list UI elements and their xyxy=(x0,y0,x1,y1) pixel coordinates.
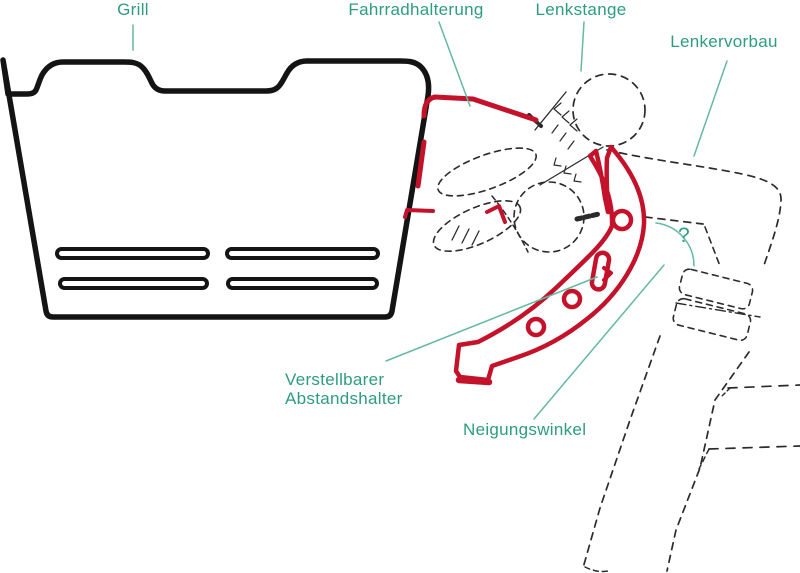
handlebar-end-circle xyxy=(572,73,646,147)
vent-slot xyxy=(55,247,210,260)
grip-hatch-marks xyxy=(451,225,480,246)
bracket-foot-flange xyxy=(455,376,493,386)
leader-spacer xyxy=(385,276,598,362)
grill-body xyxy=(0,57,432,320)
leader-stem xyxy=(693,60,728,157)
bracket-hole xyxy=(525,316,547,338)
mount-edge-strip xyxy=(415,139,427,189)
leader-lines xyxy=(132,21,728,420)
stem-frame-sketch xyxy=(582,149,800,573)
down-tube-junction xyxy=(698,448,710,470)
label-spacer-line2: Abstandshalter xyxy=(285,389,403,408)
bracket-hole xyxy=(561,288,583,310)
vent-slot xyxy=(58,277,209,290)
clamp-centerline xyxy=(675,302,761,318)
bar-clamp-sketch xyxy=(513,181,585,253)
label-tilt-angle: Neigungswinkel xyxy=(463,420,587,439)
mount-clamp-piece-right xyxy=(485,204,507,224)
vent-slot xyxy=(225,247,380,260)
grill-outline xyxy=(0,57,432,320)
mount-clamp-piece-left xyxy=(403,208,435,219)
angle-symbol: ? xyxy=(678,224,690,247)
label-handlebar: Lenkstange xyxy=(535,0,627,19)
head-tube-right xyxy=(666,351,750,572)
stem-under-edge xyxy=(644,216,704,225)
label-grill: Grill xyxy=(117,0,149,19)
bracket-hole xyxy=(610,208,634,232)
grip-sketch xyxy=(432,199,522,253)
tilt-angle-arc xyxy=(655,222,695,267)
label-mount: Fahrradhalterung xyxy=(348,0,484,19)
grill-vents xyxy=(55,247,380,290)
label-spacer-line1: Verstellbarer xyxy=(285,370,385,389)
mount-highlight xyxy=(403,94,647,386)
top-tube-junction xyxy=(721,387,731,397)
leader-tilt-angle xyxy=(533,264,665,420)
label-stem: Lenkervorbau xyxy=(670,32,778,51)
head-tube-left-foot xyxy=(584,566,609,573)
down-tube xyxy=(708,445,800,450)
label-spacer: Verstellbarer Abstandshalter xyxy=(285,370,403,408)
adjuster-screw-sketch xyxy=(574,211,602,222)
steerer-edge xyxy=(704,226,721,267)
knurling-marks xyxy=(551,102,582,183)
vent-slot xyxy=(226,277,379,290)
brake-lever-sketch xyxy=(436,147,538,197)
head-tube-left xyxy=(582,335,661,569)
stem-top-edge xyxy=(606,149,782,269)
leader-mount xyxy=(438,21,471,107)
brake-cable-sketch xyxy=(491,195,529,253)
stem-clamp-row2 xyxy=(672,297,752,342)
top-tube xyxy=(727,384,800,389)
leader-handlebar xyxy=(580,21,585,72)
stem-clamp-row1 xyxy=(678,268,754,310)
slot-wedge xyxy=(602,266,613,282)
mount-top-bar xyxy=(421,94,539,123)
